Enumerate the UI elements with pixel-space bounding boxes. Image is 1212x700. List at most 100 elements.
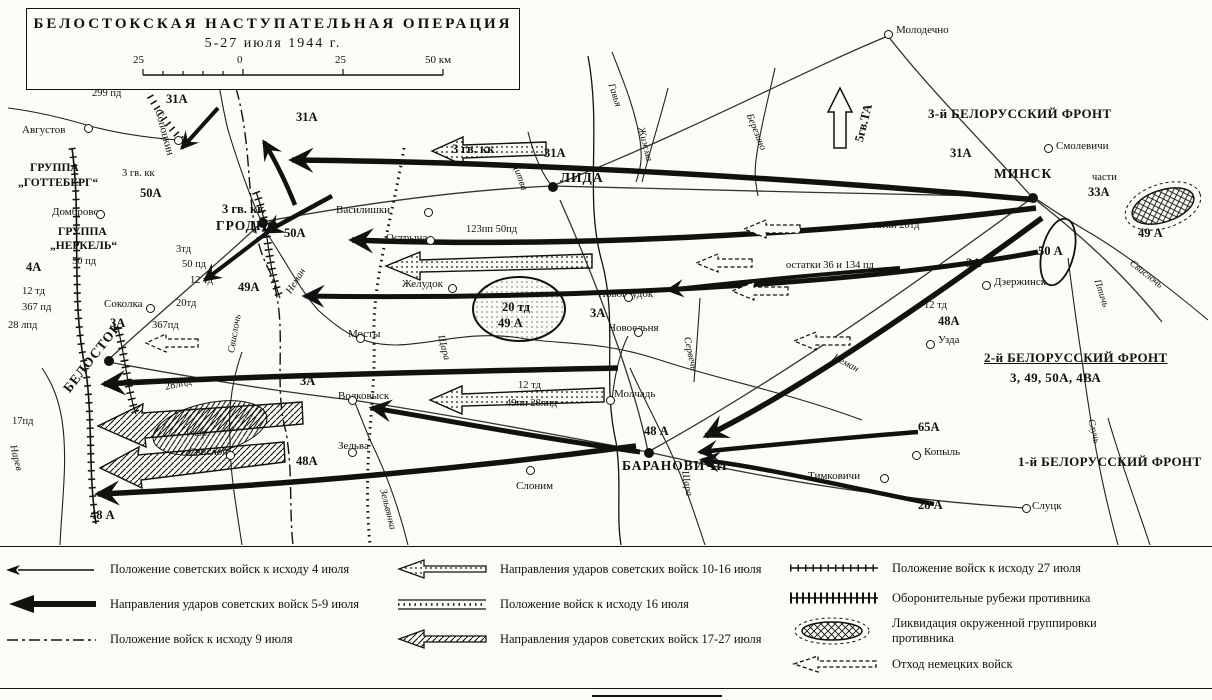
legend-label: Положение советских войск к исходу 4 июл… xyxy=(110,561,350,576)
map-label: 3, 49, 50А, 4ВА xyxy=(1010,370,1102,385)
town-dot xyxy=(96,210,105,219)
legend-label: Отход немецких войск xyxy=(892,656,1013,671)
legend-symbol-front-27july xyxy=(790,564,878,572)
legend-label: Положение войск к исходу 16 июля xyxy=(500,596,689,611)
legend-separator-bottom xyxy=(0,688,1212,689)
legend-symbol-enemy-defense xyxy=(790,592,878,604)
map-label: 48 А xyxy=(644,424,669,438)
map-label: Зельвянка xyxy=(377,488,398,531)
map-label: 49пп 28лпд xyxy=(506,398,558,409)
scale-label: 25 xyxy=(133,54,144,66)
map-label: Березино xyxy=(743,112,769,152)
town-dot xyxy=(926,340,935,349)
legend-symbol-front-9july xyxy=(7,639,96,641)
map-label: МИНСК xyxy=(994,166,1053,181)
map-label: 50 А xyxy=(1038,244,1063,258)
scale-label: 25 xyxy=(335,54,346,66)
town-dot xyxy=(1044,144,1053,153)
map-label: Щара xyxy=(435,334,453,362)
map-label: 1-й БЕЛОРУССКИЙ ФРОНТ xyxy=(1018,454,1202,469)
town-dot xyxy=(634,328,643,337)
map-label: 48 А xyxy=(90,508,115,522)
legend: Положение советских войск к исходу 4 июл… xyxy=(4,552,1208,684)
map-label: 17пд xyxy=(12,416,34,427)
town-dot xyxy=(104,356,114,366)
legend-item: Положение войск к исходу 9 июля xyxy=(4,626,394,652)
map-label: Молчадь xyxy=(614,388,656,400)
legend-item: Направления ударов советских войск 17-27… xyxy=(394,626,786,652)
map-label: 50А xyxy=(140,186,162,200)
map-label: Сервечь xyxy=(681,336,700,372)
map-label: 5гв.ТА xyxy=(852,102,875,144)
map-label: Августов xyxy=(22,124,66,136)
map-label: части xyxy=(1092,172,1117,183)
legend-symbol-strike-17-27-arrow xyxy=(397,629,487,649)
map-label: Нарев xyxy=(7,444,25,472)
map-label: Смолевичи xyxy=(1056,140,1109,152)
map-label: Неман xyxy=(284,266,309,296)
map-label: 50А xyxy=(284,226,306,240)
map-canvas xyxy=(7,35,1209,545)
map-label: 4 кор. xyxy=(184,428,210,439)
bottom-mark xyxy=(592,695,722,697)
map-label: 3 гв. кк xyxy=(122,168,155,179)
legend-symbol-front-16july xyxy=(398,599,486,610)
legend-label: Направления ударов советских войск 10-16… xyxy=(500,561,762,576)
map-label: 31А xyxy=(296,110,318,124)
map-label: ГРУППА xyxy=(30,162,79,174)
legend-item: Отход немецких войск xyxy=(786,652,1208,676)
legend-symbol-strike-5-9-arrow xyxy=(9,595,96,613)
map-label: Свислочь xyxy=(188,446,233,458)
town-dot xyxy=(644,448,654,458)
town-dot xyxy=(424,208,433,217)
tank-army-arrow xyxy=(826,86,854,149)
town-dot xyxy=(448,284,457,293)
map-label: 3А xyxy=(590,306,606,320)
map-label: Копыль xyxy=(924,446,961,458)
map-label: 49 А xyxy=(1138,226,1163,240)
legend-item: Направления ударов советских войск 5-9 и… xyxy=(4,591,394,617)
scale-ruler xyxy=(142,69,444,76)
map-label: Василишки xyxy=(336,204,391,216)
map-label: ГРУППА xyxy=(58,226,107,238)
map-label: остатки 20тд xyxy=(862,220,920,231)
legend-item: Положение войск к исходу 16 июля xyxy=(394,591,786,617)
legend-label: Положение войск к исходу 9 июля xyxy=(110,631,293,646)
title-box: БЕЛОСТОКСКАЯ НАСТУПАТЕЛЬНАЯ ОПЕРАЦИЯ 5-2… xyxy=(26,8,520,90)
map-label: 50 пд xyxy=(182,259,207,270)
map-label: 3тд xyxy=(176,244,192,255)
map-label: 31А xyxy=(544,146,566,160)
map-label: Жижма xyxy=(635,126,655,163)
map-label: Острына xyxy=(386,232,428,244)
map-label: Домброво xyxy=(52,206,99,218)
legend-item: Положение войск к исходу 27 июля xyxy=(786,556,1208,580)
town-dot xyxy=(1028,193,1038,203)
map-label: 367пд xyxy=(152,320,179,331)
map-label: Дитва xyxy=(509,162,530,192)
map-label: 49А xyxy=(238,280,260,294)
legend-item: Оборонительные рубежи противника xyxy=(786,586,1208,610)
map-label: 12 тд xyxy=(518,380,541,391)
legend-label: Направления ударов советских войск 17-27… xyxy=(500,631,762,646)
map-label: 3А xyxy=(966,256,982,270)
map-label: Свислочь xyxy=(1127,258,1165,291)
rivers xyxy=(7,51,1209,545)
map-label: Сопоцкин xyxy=(152,108,177,157)
map-label: Неман xyxy=(830,352,861,375)
town-dot xyxy=(356,334,365,343)
map-label: 12 тд xyxy=(22,286,45,297)
map-title: БЕЛОСТОКСКАЯ НАСТУПАТЕЛЬНАЯ ОПЕРАЦИЯ xyxy=(33,16,513,32)
map-label: Слоним xyxy=(516,480,554,492)
map-label: 31А xyxy=(950,146,972,160)
map-label: Тимковичи xyxy=(808,470,861,482)
legend-symbol-strike-10-16-arrow xyxy=(397,559,487,579)
map-label: „ГОТТЕБЕРГ“ xyxy=(18,177,99,189)
map-label: 12 тд xyxy=(190,275,213,286)
map-label: 3-й БЕЛОРУССКИЙ ФРОНТ xyxy=(928,106,1112,121)
legend-symbol-front-4july xyxy=(6,565,94,575)
scale-label: 50 км xyxy=(425,54,452,66)
legend-label: Ликвидация окруженной группировки против… xyxy=(892,616,1097,645)
map-label: Узда xyxy=(938,334,960,346)
map-label: Слуцк xyxy=(1032,500,1062,512)
